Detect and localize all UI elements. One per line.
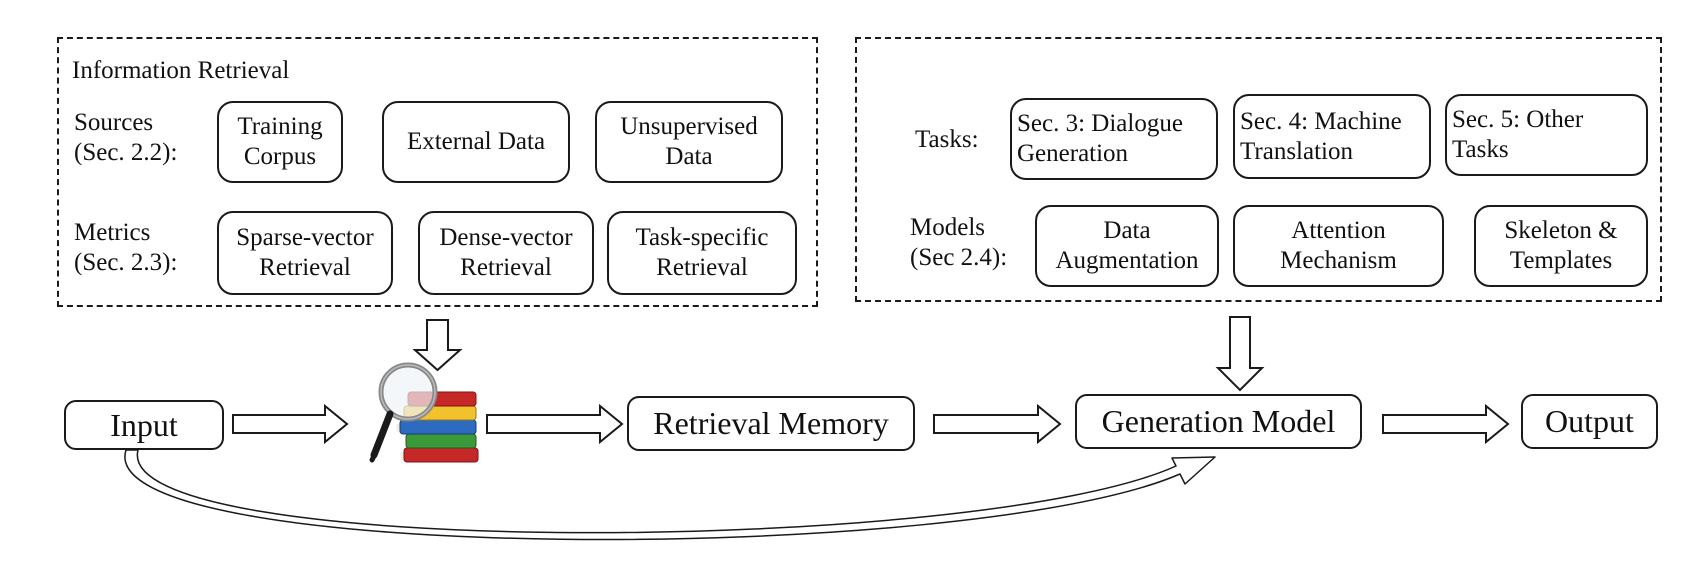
sources-label: Sources (Sec. 2.2): [74,109,178,166]
metric-dense-vector: Dense-vector Retrieval [418,211,594,295]
down-arrow-models [1215,316,1265,392]
ir-panel-title: Information Retrieval [72,57,290,84]
output-box: Output [1521,394,1658,449]
task-other-tasks: Sec. 5: Other Tasks [1445,94,1648,176]
arrow-generation-to-output [1382,403,1510,445]
model-attention-mechanism: Attention Mechanism [1233,205,1444,287]
ir-panel [57,37,818,307]
down-arrow-ir [412,319,463,372]
task-dialogue-generation: Sec. 3: Dialogue Generation [1010,98,1218,180]
input-box: Input [64,400,224,450]
source-external-data: External Data [382,101,570,183]
model-data-augmentation: Data Augmentation [1035,205,1219,287]
metrics-label: Metrics (Sec. 2.3): [74,219,178,276]
skip-arrow-input-to-generation [124,449,1216,541]
magnifier-books-icon [369,362,479,463]
tasks-models-panel [855,37,1662,302]
source-unsupervised-data: Unsupervised Data [595,101,783,183]
task-machine-translation: Sec. 4: Machine Translation [1233,94,1431,179]
source-training-corpus: Training Corpus [217,101,343,183]
metric-sparse-vector: Sparse-vector Retrieval [217,211,393,295]
arrow-memory-to-generation [933,403,1062,445]
models-label: Models (Sec 2.4): [910,214,1008,271]
arrow-retrieval-to-memory [486,403,624,445]
retrieval-memory-box: Retrieval Memory [627,396,915,451]
model-skeleton-templates: Skeleton & Templates [1474,205,1648,287]
tasks-label: Tasks: [915,126,979,153]
arrow-input-to-retrieval [232,403,349,445]
metric-task-specific: Task-specific Retrieval [607,211,797,295]
generation-model-box: Generation Model [1075,394,1362,449]
